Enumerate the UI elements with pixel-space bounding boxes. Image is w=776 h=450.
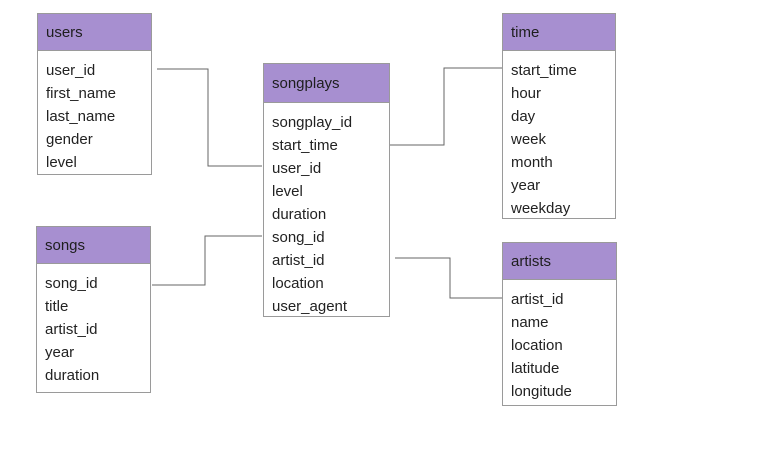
connector-artists-songplays xyxy=(395,257,502,299)
field-month: month xyxy=(511,154,553,171)
time-table[interactable]: time start_time hour day week month year… xyxy=(502,13,616,219)
songs-table[interactable]: songs song_id title artist_id year durat… xyxy=(36,226,151,393)
field-user-agent: user_agent xyxy=(272,298,348,315)
connector-time-songplays xyxy=(390,67,502,146)
field-level: level xyxy=(272,183,303,200)
connector-songs-songplays xyxy=(152,235,262,286)
field-year: year xyxy=(511,177,541,194)
field-user-id: user_id xyxy=(272,160,322,177)
field-week: week xyxy=(511,131,547,148)
artists-table[interactable]: artists artist_id name location latitude… xyxy=(502,242,617,406)
field-last-name: last_name xyxy=(46,108,116,125)
connector-users-songplays xyxy=(157,68,262,167)
field-latitude: latitude xyxy=(511,360,560,377)
field-artist-id: artist_id xyxy=(511,291,564,308)
field-gender: gender xyxy=(46,131,93,148)
field-duration: duration xyxy=(45,367,100,384)
artists-field-list: artist_id name location latitude longitu… xyxy=(503,280,616,403)
users-table[interactable]: users user_id first_name last_name gende… xyxy=(37,13,152,175)
field-title: title xyxy=(45,298,69,315)
field-artist-id: artist_id xyxy=(45,321,98,338)
users-table-header: users xyxy=(38,14,151,51)
field-first-name: first_name xyxy=(46,85,117,102)
field-duration: duration xyxy=(272,206,327,223)
field-location: location xyxy=(511,337,563,354)
field-name: name xyxy=(511,314,549,331)
songplays-table[interactable]: songplays songplay_id start_time user_id… xyxy=(263,63,390,317)
field-song-id: song_id xyxy=(45,275,98,292)
users-field-list: user_id first_name last_name gender leve… xyxy=(38,51,151,174)
field-songplay-id: songplay_id xyxy=(272,114,353,131)
time-field-list: start_time hour day week month year week… xyxy=(503,51,615,220)
field-day: day xyxy=(511,108,536,125)
field-level: level xyxy=(46,154,77,171)
artists-table-header: artists xyxy=(503,243,616,280)
field-hour: hour xyxy=(511,85,542,102)
time-table-header: time xyxy=(503,14,615,51)
field-weekday: weekday xyxy=(511,200,571,217)
field-artist-id: artist_id xyxy=(272,252,325,269)
field-user-id: user_id xyxy=(46,62,96,79)
songs-table-header: songs xyxy=(37,227,150,264)
field-year: year xyxy=(45,344,75,361)
songplays-table-header: songplays xyxy=(264,64,389,103)
field-location: location xyxy=(272,275,324,292)
songs-field-list: song_id title artist_id year duration xyxy=(37,264,150,387)
field-longitude: longitude xyxy=(511,383,572,400)
field-start-time: start_time xyxy=(511,62,577,79)
field-start-time: start_time xyxy=(272,137,338,154)
field-song-id: song_id xyxy=(272,229,325,246)
songplays-field-list: songplay_id start_time user_id level dur… xyxy=(264,103,389,318)
